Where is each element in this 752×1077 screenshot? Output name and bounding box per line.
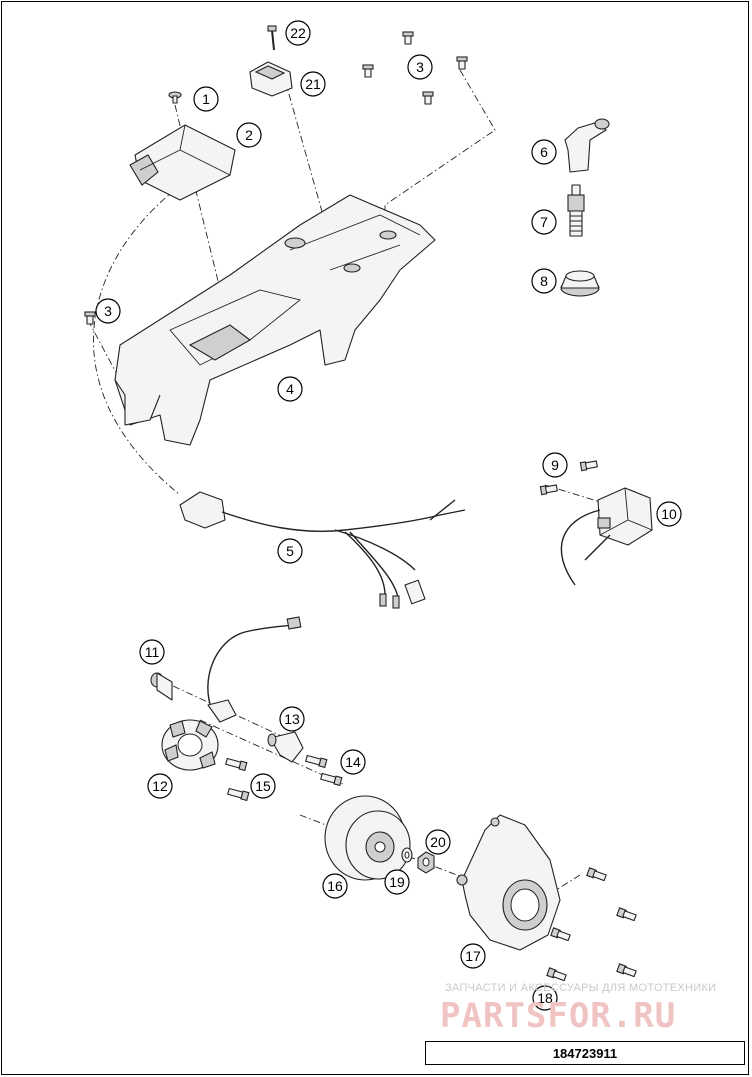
callout-8: 8 [531,268,557,294]
svg-text:12: 12 [152,778,168,794]
drawing-number: 184723911 [552,1045,618,1061]
callout-3-left: 3 [95,298,121,324]
svg-text:1: 1 [202,91,210,107]
svg-text:20: 20 [430,834,446,850]
screw-part-1 [168,91,182,104]
callout-22: 22 [285,20,311,46]
spark-plug-part-7 [567,184,585,237]
callout-20: 20 [425,829,451,855]
bolt-part-3-left [84,311,96,325]
svg-text:5: 5 [286,543,294,559]
svg-text:15: 15 [255,778,271,794]
svg-text:3: 3 [104,303,112,319]
ecu-part-2 [129,124,236,201]
callout-16: 16 [322,873,348,899]
callout-7: 7 [531,209,557,235]
callout-10: 10 [656,501,682,527]
svg-text:11: 11 [145,644,160,660]
svg-text:6: 6 [540,144,548,160]
callout-14: 14 [340,749,366,775]
svg-text:13: 13 [284,711,300,727]
callout-3-top: 3 [407,54,433,80]
flywheel-part-16 [324,795,411,881]
airbox-part-4 [114,194,436,446]
callout-2: 2 [236,122,262,148]
bolts-part-14 [305,754,343,787]
callout-12: 12 [147,773,173,799]
callout-18: 18 [532,985,558,1011]
wiring-harness-part-5 [179,491,466,609]
callout-4: 4 [277,376,303,402]
svg-text:19: 19 [389,874,405,890]
svg-text:22: 22 [290,25,306,41]
svg-text:7: 7 [540,214,548,230]
callout-5: 5 [277,538,303,564]
callout-17: 17 [460,943,486,969]
ignition-cover-part-17 [456,814,561,951]
svg-text:9: 9 [551,457,559,473]
svg-text:4: 4 [286,381,294,397]
callout-13: 13 [279,706,305,732]
bolts-part-9 [539,460,598,496]
bolts-part-15 [225,757,250,802]
grommet-part-11 [150,672,173,701]
svg-text:14: 14 [345,754,361,770]
callout-9: 9 [542,452,568,478]
svg-text:16: 16 [327,878,343,894]
bolts-part-18 [546,867,637,982]
callout-11: 11 [139,639,165,665]
callout-19: 19 [384,869,410,895]
drawing-number-box: 184723911 [425,1041,745,1065]
svg-text:2: 2 [245,127,253,143]
nut-part-20 [417,851,435,874]
watermark-brand: PARTSFOR.RU [440,996,677,1036]
callout-21: 21 [300,71,326,97]
control-unit-part-21 [249,61,293,97]
stator-part-12 [161,616,302,771]
callout-6: 6 [531,139,557,165]
svg-text:21: 21 [305,76,321,92]
washer-part-19 [401,847,413,863]
svg-text:8: 8 [540,273,548,289]
svg-text:18: 18 [537,990,553,1006]
callout-numbers: 1 2 3 3 4 5 6 7 8 9 10 11 12 13 14 15 16… [95,20,682,1011]
svg-text:10: 10 [661,506,677,522]
svg-text:17: 17 [465,948,481,964]
bolts-part-3-top [362,31,468,105]
grommet-part-8 [560,270,600,297]
watermark-caption: ЗАПЧАСТИ И АКСЕССУАРЫ ДЛЯ МОТОТЕХНИКИ [445,982,717,994]
screw-part-22 [267,25,277,51]
spark-plug-cap-part-6 [564,118,610,173]
callout-15: 15 [250,773,276,799]
ignition-coil-part-10 [560,487,653,586]
pickup-sensor-part-13 [267,731,304,763]
callout-1: 1 [193,86,219,112]
svg-text:3: 3 [416,59,424,75]
